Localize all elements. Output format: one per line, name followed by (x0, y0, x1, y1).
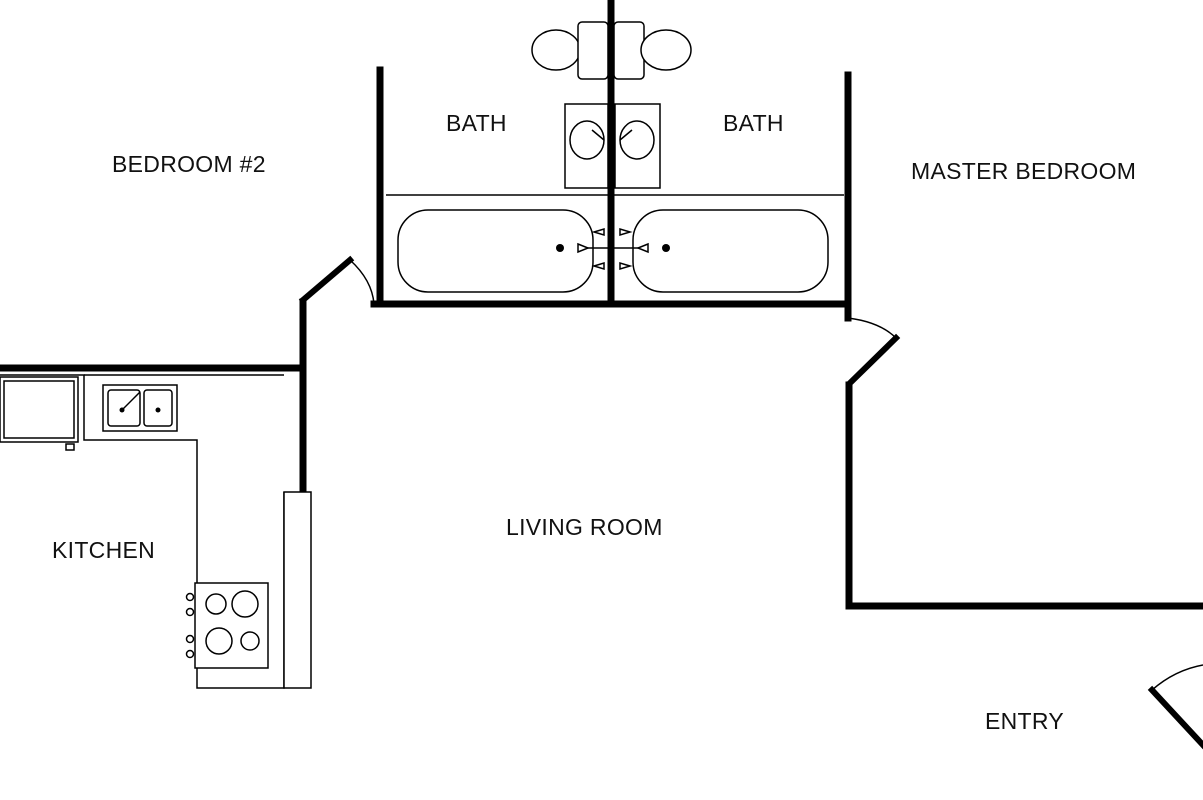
right-tub-drain (662, 244, 670, 252)
kitchen-drain-right (155, 407, 161, 413)
stove-burner-4 (240, 631, 260, 651)
stove-knob-2 (185, 607, 195, 617)
entry-door (1147, 685, 1203, 750)
stove (194, 582, 269, 669)
room-label-bedroom-2: BEDROOM #2 (112, 151, 266, 177)
refrigerator-door (3, 380, 75, 439)
stove-burner-3 (205, 627, 233, 655)
left-bathtub (397, 209, 594, 293)
stove-knob-1 (185, 592, 195, 602)
bedroom2-door-swing (349, 259, 375, 305)
left-sink-basin (569, 120, 605, 160)
kitchen-faucet (121, 391, 141, 411)
room-label-entry: ENTRY (985, 708, 1065, 734)
room-label-bath-left: BATH (446, 110, 507, 136)
master-door-swing (847, 317, 897, 339)
tub-spout-left (577, 242, 591, 254)
stove-knob-3 (185, 634, 195, 644)
entry-door-swing (1151, 664, 1203, 691)
room-label-living-room: LIVING ROOM (506, 514, 663, 540)
right-bathtub (632, 209, 829, 293)
left-faucet (591, 129, 605, 141)
left-tub-drain (556, 244, 564, 252)
doors (298, 255, 1203, 750)
right-toilet-bowl (640, 29, 692, 71)
left-toilet-bowl (531, 29, 581, 71)
tub-valve-2 (619, 227, 633, 237)
kitchen-peninsula-counter (283, 491, 312, 689)
bath-fixtures (386, 21, 844, 293)
kitchen-fixtures (0, 374, 312, 689)
master-door (845, 333, 901, 388)
tub-valve-3 (591, 261, 605, 271)
stove-burner-2 (231, 590, 259, 618)
right-toilet-tank (613, 21, 645, 80)
right-faucet (619, 129, 633, 141)
tub-valve-1 (591, 227, 605, 237)
tub-spout-right (635, 242, 649, 254)
walls (0, 0, 1203, 610)
left-toilet-tank (577, 21, 609, 80)
room-label-kitchen: KITCHEN (52, 537, 156, 563)
stove-burner-1 (205, 593, 227, 615)
tub-valve-4 (619, 261, 633, 271)
stove-knob-4 (185, 649, 195, 659)
room-label-bath-right: BATH (723, 110, 784, 136)
kitchen-drain-left (119, 407, 125, 413)
bedroom2-door (298, 255, 355, 305)
room-label-master-bedroom: MASTER BEDROOM (911, 158, 1137, 184)
right-sink-basin (619, 120, 655, 160)
refrigerator-handle (65, 443, 75, 451)
